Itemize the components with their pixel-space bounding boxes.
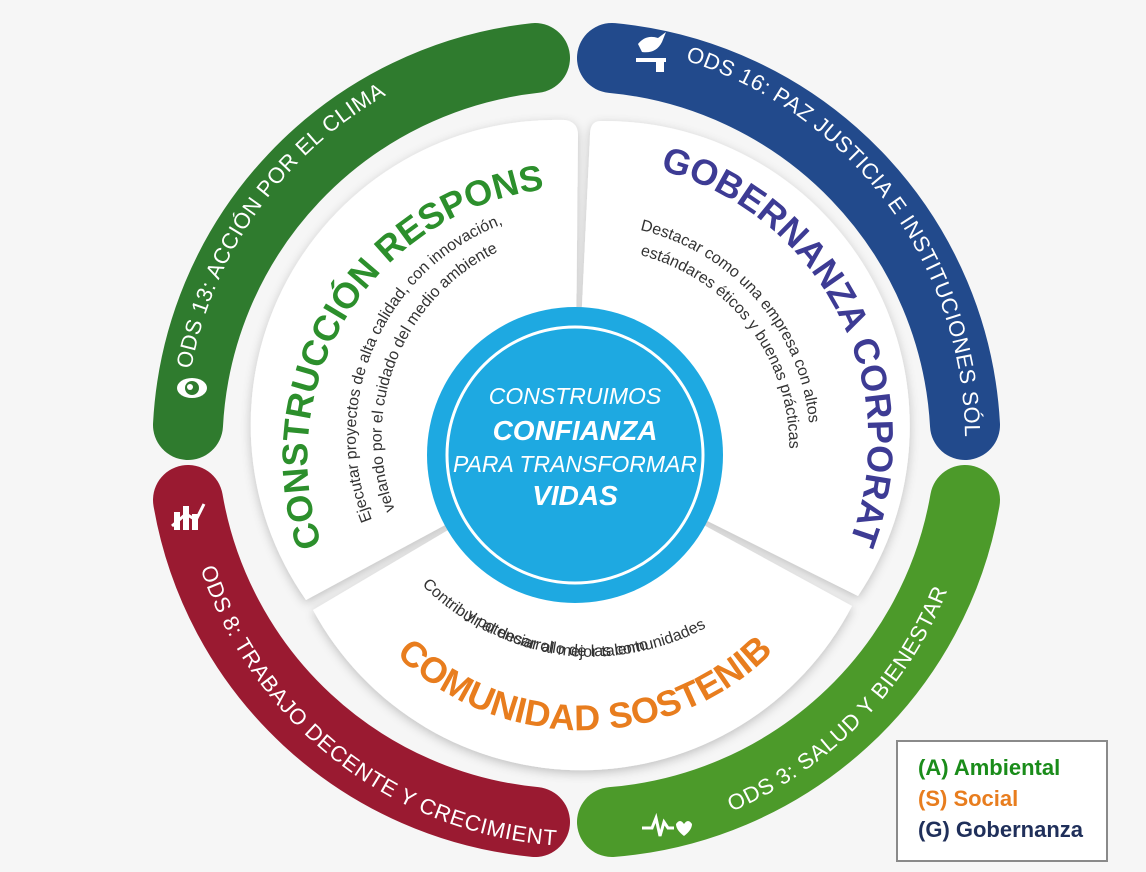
growth-chart-icon xyxy=(171,503,206,530)
comunidad-segment xyxy=(313,455,852,771)
center-line3: PARA TRANSFORMAR xyxy=(453,451,697,477)
legend-ambiental: (A) Ambiental xyxy=(918,755,1061,780)
heartbeat-icon xyxy=(642,812,692,837)
ods16-arc xyxy=(577,23,1000,460)
center-line2: CONFIANZA xyxy=(493,415,658,446)
legend-social: (S) Social xyxy=(918,786,1019,811)
center-line1: CONSTRUIMOS xyxy=(489,383,662,409)
legend: (A) Ambiental (S) Social (G) Gobernanza xyxy=(896,740,1108,862)
ods8-arc xyxy=(153,465,570,857)
earth-eye-icon xyxy=(177,378,207,398)
center-line4: VIDAS xyxy=(532,480,618,511)
dove-gavel-icon xyxy=(636,32,666,72)
legend-gobernanza: (G) Gobernanza xyxy=(918,817,1084,842)
center-badge: CONSTRUIMOS CONFIANZA PARA TRANSFORMAR V… xyxy=(427,307,723,603)
ods13-arc xyxy=(153,23,570,460)
ods3-arc xyxy=(577,465,1000,857)
